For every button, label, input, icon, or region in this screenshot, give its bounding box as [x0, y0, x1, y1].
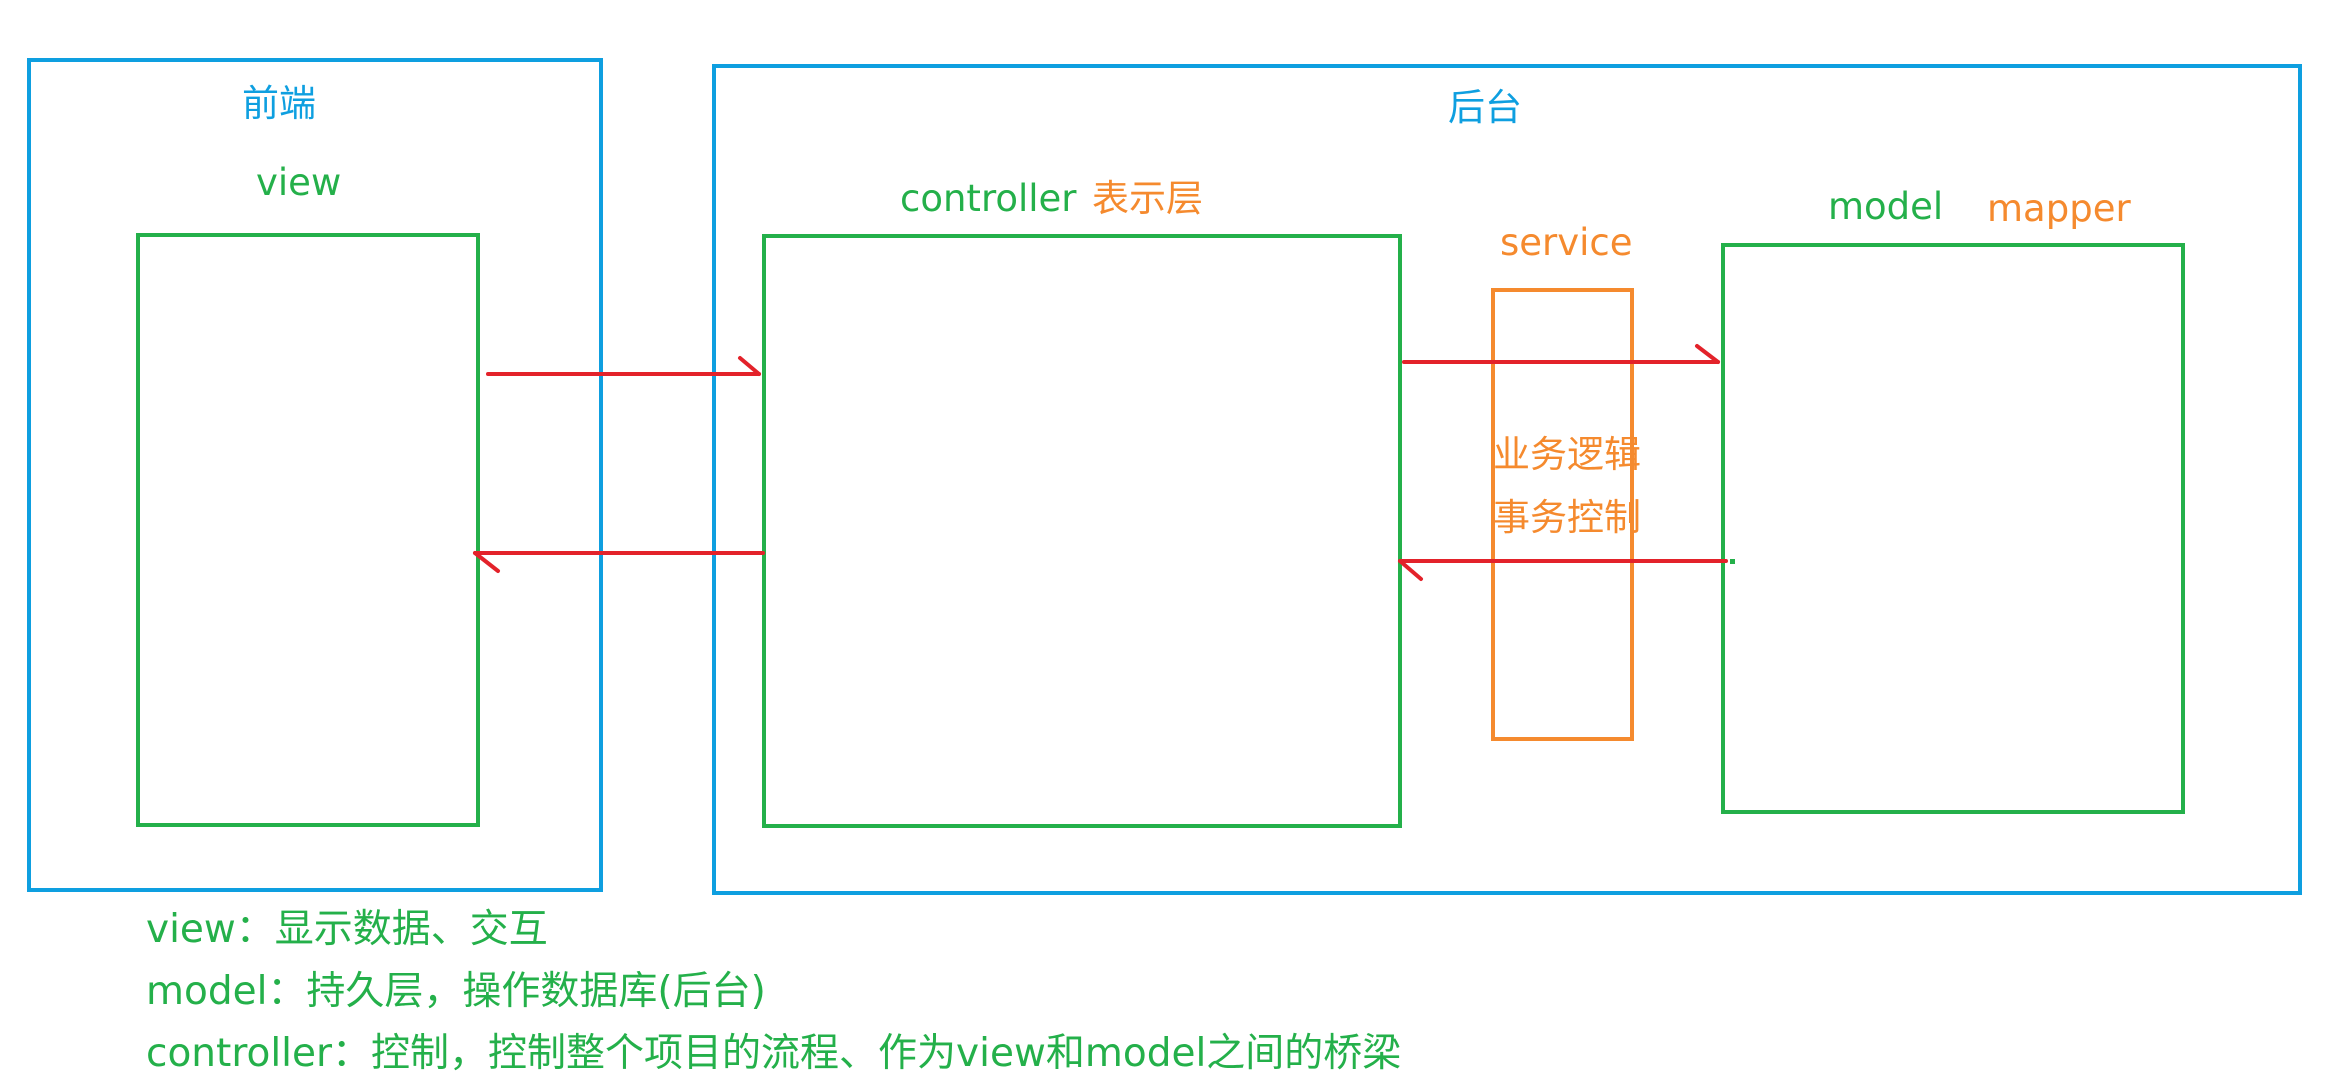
controller-label: controller	[900, 177, 1077, 220]
note-controller: controller：控制，控制整个项目的流程、作为view和model之间的桥…	[146, 1031, 1401, 1076]
frontend-box	[27, 58, 603, 892]
frontend-title: 前端	[242, 82, 316, 125]
service-label: service	[1500, 221, 1633, 264]
arrow-view-to-controller	[486, 356, 761, 376]
view-label: view	[256, 161, 341, 204]
model-box	[1721, 243, 2185, 814]
arrow-controller-to-model	[1402, 344, 1720, 364]
backend-box	[712, 64, 2302, 895]
arrow-model-to-controller	[1398, 559, 1728, 581]
controller-sublabel: 表示层	[1092, 177, 1203, 220]
backend-title: 后台	[1448, 86, 1522, 129]
service-box	[1491, 288, 1634, 741]
view-box	[136, 233, 480, 827]
arrow-controller-to-view	[473, 551, 765, 573]
mapper-label: mapper	[1987, 187, 2131, 230]
note-view: view：显示数据、交互	[146, 907, 548, 952]
note-model: model：持久层，操作数据库(后台)	[146, 969, 766, 1014]
service-desc-line1: 业务逻辑	[1493, 433, 1641, 476]
arrow-tail-dot	[1730, 559, 1735, 564]
controller-box	[762, 234, 1402, 828]
service-desc-line2: 事务控制	[1493, 496, 1641, 539]
model-label: model	[1828, 185, 1943, 228]
